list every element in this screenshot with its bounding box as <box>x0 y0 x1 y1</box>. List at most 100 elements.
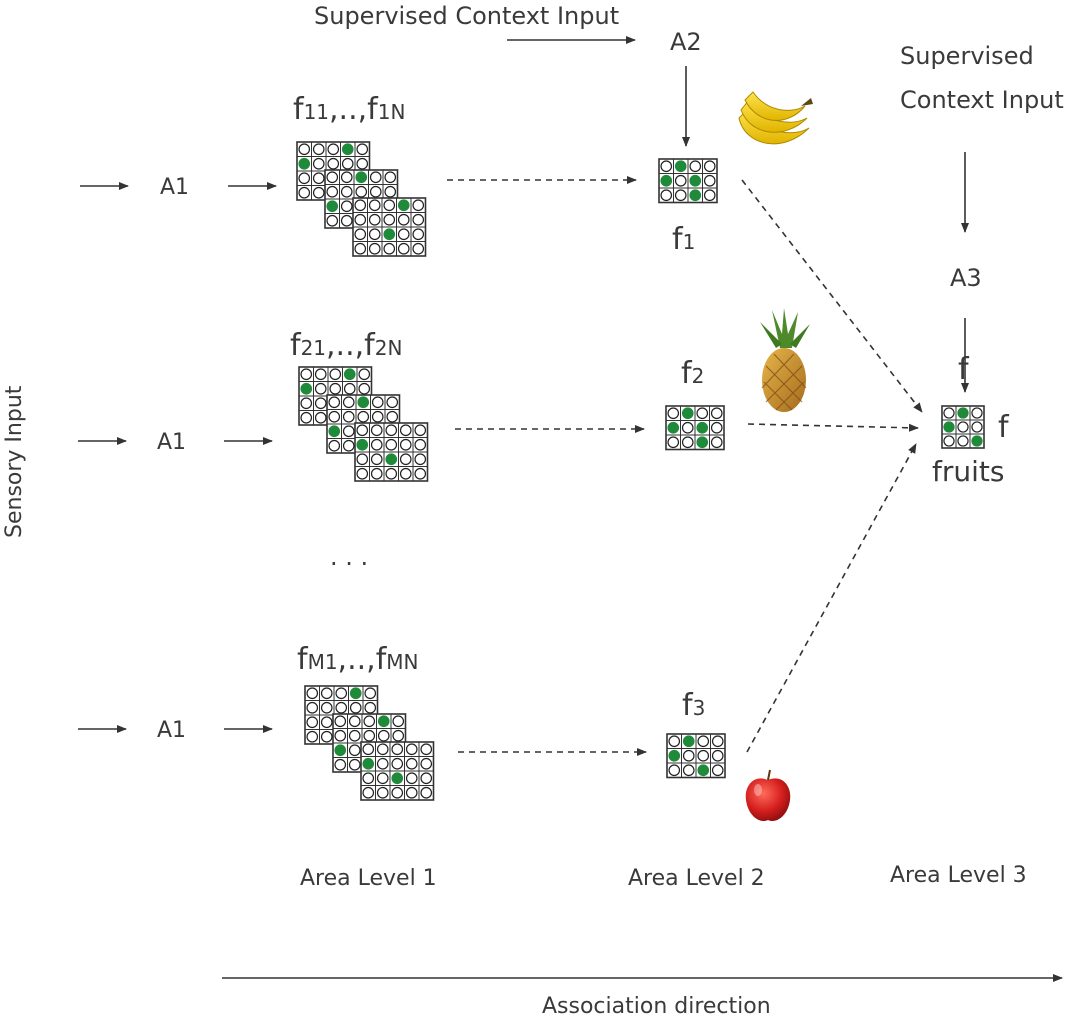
inactive-neuron <box>697 749 710 762</box>
inactive-neuron <box>376 757 389 770</box>
level3-map <box>941 405 985 449</box>
inactive-neuron <box>320 730 333 743</box>
ellipsis: · · · <box>330 550 369 578</box>
inactive-neuron <box>667 407 680 420</box>
level2-map-row1 <box>658 158 718 204</box>
active-neuron <box>689 189 702 202</box>
inactive-neuron <box>368 242 381 255</box>
out-sub: 2 <box>691 364 705 388</box>
inactive-neuron <box>342 410 355 423</box>
out-main: f <box>681 356 692 391</box>
active-neuron <box>326 200 339 213</box>
inactive-neuron <box>370 438 383 451</box>
inactive-neuron <box>710 407 723 420</box>
inactive-neuron <box>356 424 369 437</box>
inactive-neuron <box>340 214 353 227</box>
arrows-layer <box>78 36 1063 982</box>
inactive-neuron <box>343 382 356 395</box>
right-context-label-line1: Supervised <box>900 42 1034 70</box>
inactive-neuron <box>368 199 381 212</box>
inactive-neuron <box>312 143 325 156</box>
inactive-neuron <box>711 764 724 777</box>
inactive-neuron <box>405 743 418 756</box>
inactive-neuron <box>348 758 361 771</box>
apple-icon <box>745 769 791 822</box>
inactive-neuron <box>306 730 319 743</box>
active-neuron <box>391 772 404 785</box>
inactive-neuron <box>335 687 348 700</box>
level2-to-level3-arrow-row3 <box>746 443 917 753</box>
inactive-neuron <box>682 764 695 777</box>
inactive-neuron <box>312 172 325 185</box>
title-mid: ,.., <box>329 92 368 127</box>
active-neuron <box>668 749 681 762</box>
level1-row1-map-3 <box>352 197 427 257</box>
level2-output-row3: f3 <box>682 688 705 723</box>
inactive-neuron <box>348 729 361 742</box>
inactive-neuron <box>334 729 347 742</box>
inactive-neuron <box>298 172 311 185</box>
active-neuron <box>681 407 694 420</box>
inactive-neuron <box>327 143 340 156</box>
inactive-neuron <box>348 715 361 728</box>
inactive-neuron <box>354 199 367 212</box>
inactive-neuron <box>412 199 425 212</box>
active-neuron <box>357 396 370 409</box>
inactive-neuron <box>420 757 433 770</box>
inactive-neuron <box>384 171 397 184</box>
inactive-neuron <box>329 368 342 381</box>
inactive-neuron <box>328 396 341 409</box>
inactive-neuron <box>412 213 425 226</box>
out-main: f <box>672 222 683 257</box>
area-level-3-label: Area Level 3 <box>890 863 1027 888</box>
level2-map-row3 <box>666 733 726 779</box>
active-neuron <box>689 174 702 187</box>
inactive-neuron <box>334 715 347 728</box>
inactive-neuron <box>667 436 680 449</box>
out-sub: 1 <box>682 230 696 254</box>
inactive-neuron <box>328 439 341 452</box>
inactive-neuron <box>354 242 367 255</box>
out-main: f <box>682 688 693 723</box>
title-sub-2: MN <box>386 650 419 674</box>
inactive-neuron <box>399 424 412 437</box>
inactive-neuron <box>314 382 327 395</box>
inactive-neuron <box>681 436 694 449</box>
inactive-neuron <box>711 735 724 748</box>
inactive-neuron <box>386 410 399 423</box>
inactive-neuron <box>674 174 687 187</box>
inactive-neuron <box>674 189 687 202</box>
inactive-neuron <box>341 157 354 170</box>
inactive-neuron <box>363 715 376 728</box>
inactive-neuron <box>371 410 384 423</box>
inactive-neuron <box>397 242 410 255</box>
active-neuron <box>397 199 410 212</box>
inactive-neuron <box>668 764 681 777</box>
inactive-neuron <box>399 467 412 480</box>
inactive-neuron <box>356 157 369 170</box>
active-neuron <box>349 687 362 700</box>
inactive-neuron <box>420 786 433 799</box>
title-main-2: f <box>375 642 387 677</box>
inactive-neuron <box>356 143 369 156</box>
title-main-1: f <box>293 92 304 127</box>
active-neuron <box>334 744 347 757</box>
inactive-neuron <box>681 421 694 434</box>
inactive-neuron <box>312 186 325 199</box>
inactive-neuron <box>327 157 340 170</box>
level2-output-row1: f1 <box>672 222 695 257</box>
inactive-neuron <box>340 171 353 184</box>
a1-label-row1: A1 <box>160 175 190 200</box>
area-level-2-label: Area Level 2 <box>628 866 765 891</box>
active-neuron <box>328 425 341 438</box>
inactive-neuron <box>356 467 369 480</box>
level1-row2-map-3 <box>354 422 429 482</box>
level1-title-row2: f21,..,f2N <box>290 328 402 363</box>
inactive-neuron <box>340 200 353 213</box>
inactive-neuron <box>391 757 404 770</box>
level2-to-level3-arrow-row1 <box>741 179 923 413</box>
inactive-neuron <box>957 435 969 447</box>
title-sub-1: 21 <box>300 336 327 360</box>
active-neuron <box>943 421 955 433</box>
inactive-neuron <box>314 368 327 381</box>
